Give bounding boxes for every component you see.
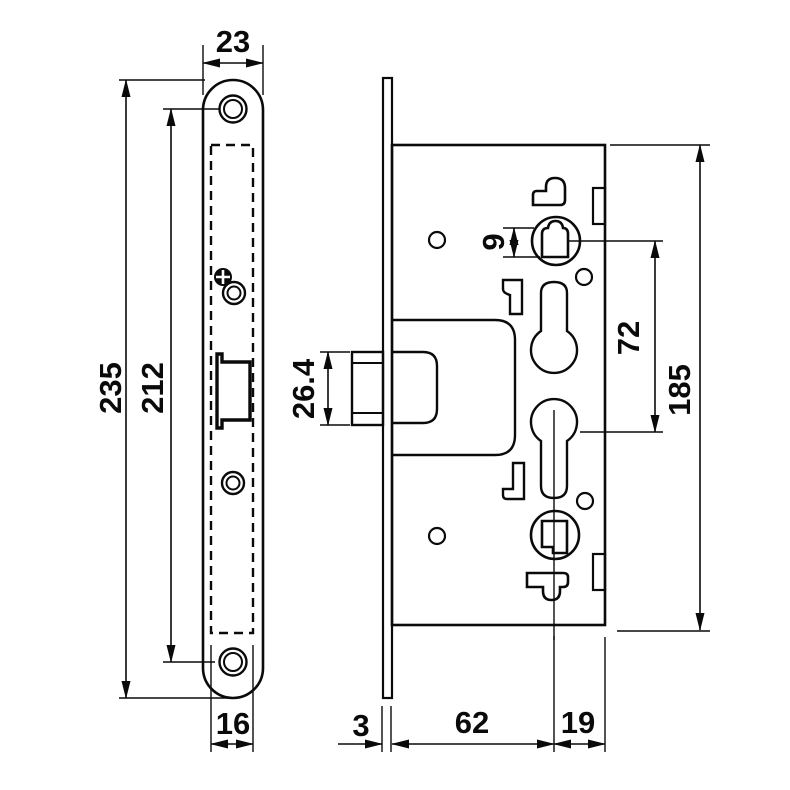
lower-lever-cutout [501,461,526,501]
top-screw-hole-outer [218,94,248,124]
lower-cam-cutout [525,571,570,602]
upper-cylinder-keyhole [529,280,579,375]
dim-label-case-height: 185 [662,364,697,416]
lower-spindle-hub [529,509,581,561]
upper-spindle-square-hole [540,219,570,259]
upper-edge-notch [591,186,607,226]
faceplate-outline [201,78,265,700]
faceplate-edge-strip [381,76,394,700]
latch-bolt-cutout [215,352,252,430]
faceplate-front-view [201,78,265,700]
ext-lines-16 [210,645,254,752]
ext-lines-26-4 [320,351,350,426]
dimension-annotations [119,45,710,752]
upper-fixing-hole-inner [226,285,242,301]
latch-housing [392,318,517,457]
dim-label-faceplate-width: 23 [216,24,250,59]
lock-case-hidden-edge [209,143,255,635]
lower-right-rivet-hole [575,491,595,511]
dim-label-case-depth: 62 [455,705,489,740]
dimension-labels: 23 235 212 16 26.4 9 72 185 3 62 19 [93,24,697,743]
lock-case-side-view [350,76,607,700]
upper-lever-cutout [501,278,524,316]
upper-cam-cutout [531,176,567,207]
upper-left-rivet-hole [427,230,447,250]
dim-label-spindle-square: 9 [476,233,511,250]
lower-fixing-hole-inner [225,475,241,491]
lower-edge-notch [591,552,607,592]
lock-case-outline [390,143,607,627]
ext-lines-bottom [381,636,606,752]
lower-fixing-hole-outer [220,470,246,496]
dim-label-screw-spacing: 212 [135,362,170,414]
dim-label-cylinder-to-edge: 19 [561,705,595,740]
lower-cylinder-keyhole [529,397,579,500]
ext-lines-72 [568,240,663,433]
bottom-screw-hole-outer [218,647,248,677]
lower-left-rivet-hole [427,526,447,546]
top-screw-hole-inner [223,99,243,119]
phillips-screw-icon [214,268,232,286]
upper-right-rivet-hole [574,267,594,287]
dim-label-spindle-to-cylinder: 72 [611,321,646,355]
latch-bolt-side [350,350,385,427]
ext-lines-185 [610,144,710,632]
ext-lines-23 [202,45,264,95]
dim-label-faceplate-length: 235 [93,362,128,414]
bottom-screw-hole-inner [223,652,243,672]
lower-spindle-square-hole [540,519,569,555]
ext-lines-235 [119,79,232,699]
dim-label-faceplate-slot-width: 16 [216,706,250,741]
latch-bolt-chamfer-lines [352,362,383,414]
dim-label-faceplate-thickness: 3 [352,708,369,743]
dim-label-bolt-height: 26.4 [286,358,321,419]
latch-bolt-head [392,350,439,425]
upper-fixing-hole-outer [221,280,247,306]
ext-lines-9 [503,227,540,258]
